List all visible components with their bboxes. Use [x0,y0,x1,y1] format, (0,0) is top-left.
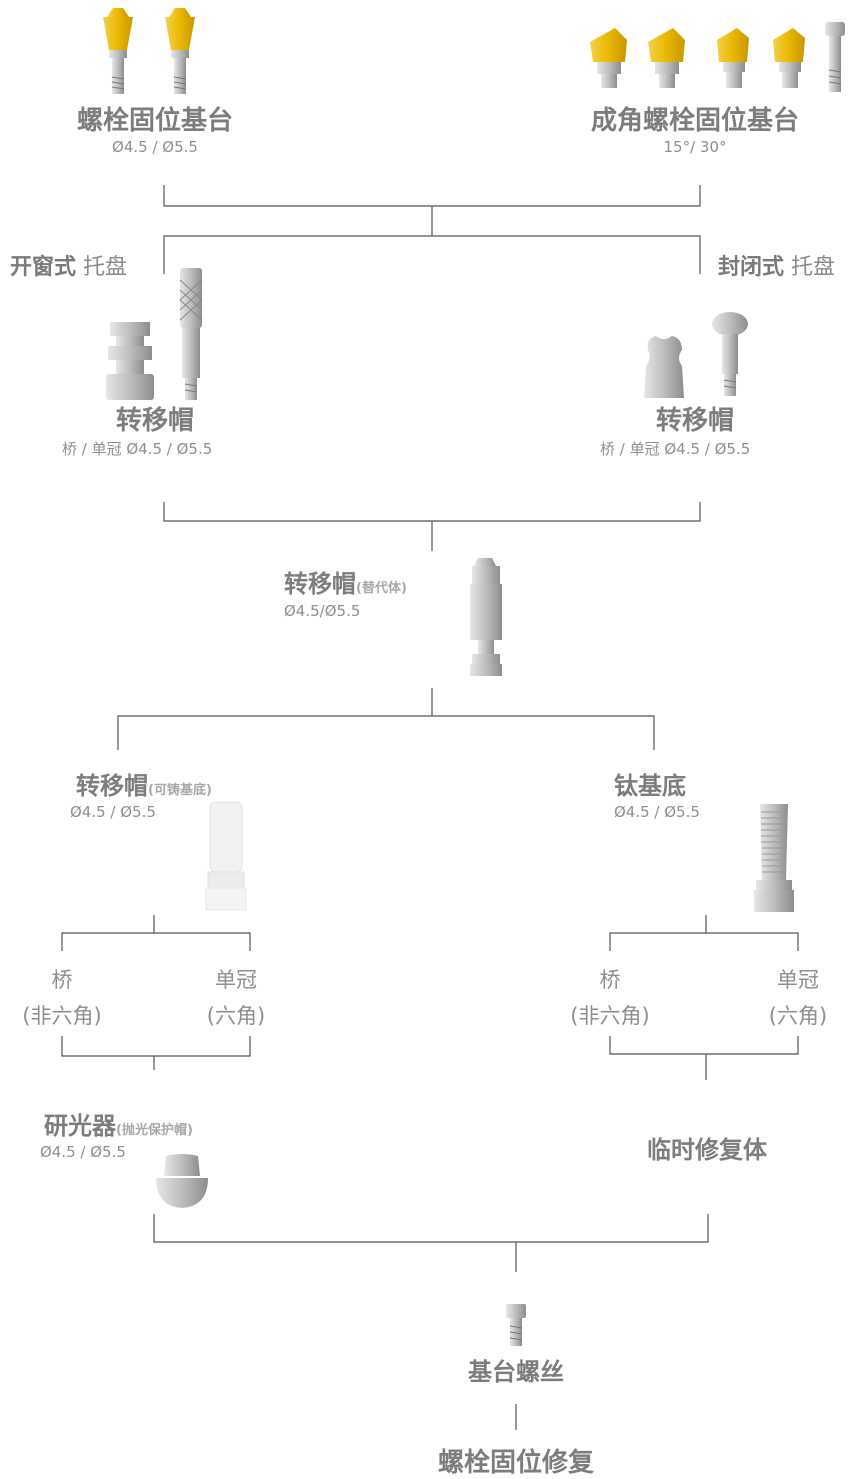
straight-abutment-icon [103,8,195,94]
open-tray-text: 托盘 [76,255,128,280]
final-restoration-title: 螺栓固位修复 [437,1448,594,1478]
right-option-bridge-label: 桥 [599,968,621,992]
polish-heading: 研光器(抛光保护帽) [44,1106,193,1141]
connector-left-split [61,932,251,951]
left-option-crown-note: (六角) [206,1004,266,1028]
open-tray-transfer-sizes: 桥 / 单冠 Ø4.5 / Ø5.5 [62,440,213,458]
connector-tray-split [163,235,701,274]
polishing-cap-icon [156,1154,208,1208]
abutment-screw-icon [506,1304,526,1346]
polish-sizes: Ø4.5 / Ø5.5 [40,1143,126,1161]
closed-tray-transfer-title: 转移帽 [655,406,734,436]
analog-note: (替代体) [356,581,407,596]
temporary-restoration-title: 临时修复体 [647,1136,767,1164]
tibase-title: 钛基底 [614,772,686,800]
analog-heading: 转移帽(替代体) [284,564,407,599]
right-option-bridge: 桥 (非六角) [562,962,658,1034]
straight-abutment-title: 螺栓固位基台 [76,106,233,136]
connector-top-bracket [163,185,701,207]
analog-sizes: Ø4.5/Ø5.5 [284,602,361,620]
polish-note: (抛光保护帽) [116,1123,193,1138]
open-tray-transfer-icon [106,268,203,400]
castable-heading: 转移帽(可铸基底) [76,766,212,801]
open-tray-label: 开窗式 托盘 [10,249,127,281]
closed-tray-bold: 封闭式 [718,255,785,280]
connector-analog-split [117,715,655,750]
closed-tray-text: 托盘 [784,255,836,280]
connector-right-join [609,1036,799,1055]
right-option-bridge-note: (非六角) [570,1004,650,1028]
analog-title: 转移帽 [284,570,356,598]
closed-tray-transfer-sizes: 桥 / 单冠 Ø4.5 / Ø5.5 [600,440,751,458]
tibase-icon [754,804,794,912]
angled-abutment-title: 成角螺栓固位基台 [590,106,799,136]
right-option-crown: 单冠 (六角) [756,962,840,1034]
closed-tray-transfer-icon [644,312,748,398]
open-tray-transfer-title: 转移帽 [115,406,194,436]
angled-abutment-angles: 15°/ 30° [663,138,727,156]
analog-icon [470,558,502,676]
connector-bottom-bracket [153,1214,709,1243]
left-option-bridge: 桥 (非六角) [14,962,110,1034]
castable-base-icon [205,801,247,911]
closed-tray-label: 封闭式 托盘 [718,249,835,281]
left-option-crown-label: 单冠 [215,968,257,992]
angled-abutment-icon [590,22,845,92]
left-option-bridge-note: (非六角) [22,1004,102,1028]
castable-note: (可铸基底) [148,783,212,798]
tibase-sizes: Ø4.5 / Ø5.5 [614,803,700,821]
polish-title: 研光器 [44,1112,116,1140]
left-option-bridge-label: 桥 [51,968,73,992]
right-option-crown-label: 单冠 [777,968,819,992]
connector-left-join [61,1036,251,1057]
left-option-crown: 单冠 (六角) [194,962,278,1034]
open-tray-bold: 开窗式 [10,255,77,280]
right-option-crown-note: (六角) [768,1004,828,1028]
connector-transfer-bracket [163,502,701,522]
castable-sizes: Ø4.5 / Ø5.5 [70,803,156,821]
castable-title: 转移帽 [76,772,148,800]
straight-abutment-sizes: Ø4.5 / Ø5.5 [112,138,198,156]
connector-right-split [609,932,799,951]
abutment-screw-title: 基台螺丝 [468,1358,564,1386]
